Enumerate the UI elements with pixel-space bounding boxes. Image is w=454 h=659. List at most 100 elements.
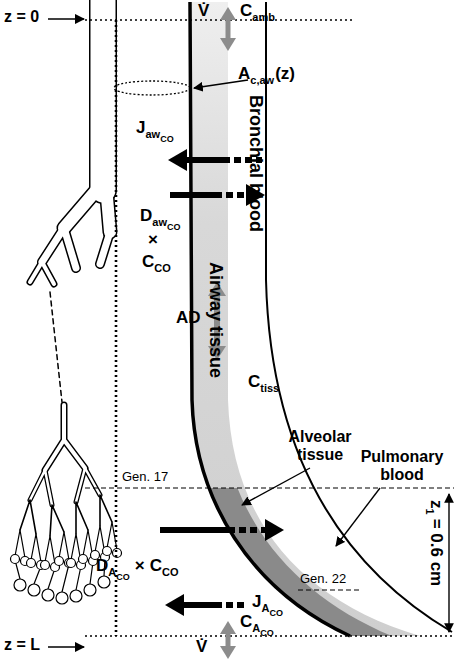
flux-arrow — [165, 594, 247, 616]
alveolus — [14, 579, 26, 591]
alveolus — [103, 547, 112, 556]
bronchus-outline — [42, 228, 110, 268]
airway-wall — [190, 2, 350, 636]
label-text: Gen. 22 — [300, 571, 346, 586]
flux-dash — [226, 602, 247, 608]
cross-section-ellipse — [114, 81, 190, 95]
flux-head — [168, 149, 187, 171]
label-group: Gen. 17 — [122, 470, 168, 485]
subscript-text: CO — [260, 628, 274, 638]
subscript-text: aw — [145, 128, 160, 140]
subscript-text: 1 — [424, 509, 436, 515]
leader-arrow — [336, 488, 380, 546]
subscript-text: tiss — [260, 382, 279, 394]
flow-arrow — [220, 621, 236, 659]
alveolar-tissue-band — [192, 488, 392, 636]
flow-shaft — [226, 633, 231, 647]
bronchiole-lumen — [30, 468, 100, 505]
bronchiole-outline — [45, 405, 85, 470]
label-group: z = L — [4, 636, 40, 654]
bronchiole-outline — [30, 468, 100, 505]
label-text: z = 0 — [4, 8, 39, 25]
label-text: AD — [176, 308, 201, 327]
label-text: C — [240, 1, 252, 20]
label-group: Alveolar tissue — [280, 428, 360, 465]
label-group: Gen. 22 — [300, 572, 346, 587]
flux-head — [165, 594, 184, 616]
label-group: Ac,aw(z) — [238, 64, 295, 84]
flux-arrow — [160, 519, 284, 541]
label-text: J — [252, 592, 261, 611]
pointer-arrow — [48, 18, 84, 20]
flow-head — [220, 38, 236, 51]
subscript-text: CO — [116, 572, 130, 582]
subscript-text: c,aw — [250, 74, 274, 86]
alveolus — [70, 590, 82, 602]
label-text: C — [150, 556, 162, 575]
flow-head — [220, 621, 236, 634]
flux-dash — [239, 527, 265, 533]
label-text: (z) — [275, 64, 295, 83]
label-text: Airway tissue — [206, 262, 226, 378]
label-group: AD — [176, 308, 201, 328]
tree-continuation — [50, 292, 62, 402]
label-group: z = 0 — [4, 8, 39, 26]
generation-line — [298, 589, 360, 590]
subscript-text: amb — [252, 11, 275, 23]
alveolar-sacs — [11, 547, 122, 605]
label-text: V̇ — [196, 637, 207, 656]
trachea-lumen — [91, 0, 116, 190]
subscript-text: CO — [167, 222, 181, 232]
label-text: z = L — [4, 636, 40, 653]
inlet-line — [85, 19, 352, 21]
dimension-arrow — [448, 494, 449, 632]
label-group: CCO — [142, 252, 171, 272]
flux-shaft — [170, 192, 222, 198]
label-group: Camb — [240, 1, 275, 21]
label-group: z1 = 0.6 cm — [426, 500, 446, 586]
subscript-text: aw — [152, 216, 167, 228]
label-text: C — [142, 252, 154, 271]
subscript-text: CO — [269, 608, 283, 618]
label-text: C — [248, 372, 260, 391]
bronchiole-lumen — [45, 405, 85, 470]
pointer-arrow — [48, 646, 84, 648]
acinar-tree — [15, 405, 117, 592]
label-text: D — [96, 556, 108, 575]
flux-shaft — [185, 157, 230, 163]
label-group: V̇ — [198, 1, 209, 21]
subscript-text: A — [261, 602, 269, 614]
label-text: z — [427, 500, 446, 509]
bronchus-lumen — [42, 228, 110, 268]
alveolus — [67, 559, 76, 568]
alveolus — [28, 584, 40, 596]
flow-arrow — [220, 7, 236, 51]
alveolus — [41, 561, 50, 570]
alveolar-duct — [20, 495, 112, 536]
alveolus — [42, 589, 54, 601]
label-group: Pulmonary blood — [352, 448, 452, 485]
alveolus — [27, 559, 36, 568]
subscript-text: CO — [162, 566, 179, 578]
label-text: J — [136, 118, 145, 137]
flux-head — [265, 519, 284, 541]
label-group: CACO — [240, 612, 274, 632]
label-text: Gen. 17 — [122, 469, 168, 484]
bronchus-outline — [64, 186, 110, 232]
label-group: JACO — [252, 592, 283, 612]
airway-tissue-band — [190, 2, 420, 636]
alveolus — [11, 555, 20, 564]
flux-dash — [226, 192, 247, 198]
label-text: Alveolar tissue — [288, 428, 351, 463]
flow-head — [220, 646, 236, 659]
bronchus-lumen — [30, 262, 54, 284]
label-text: × — [135, 556, 145, 575]
blood-boundary — [266, 2, 452, 632]
alveolus — [84, 584, 96, 596]
label-text: = 0.6 cm — [427, 519, 446, 587]
flow-head — [220, 7, 236, 20]
subscript-text: CO — [154, 262, 171, 274]
subscript-text: A — [108, 566, 116, 578]
